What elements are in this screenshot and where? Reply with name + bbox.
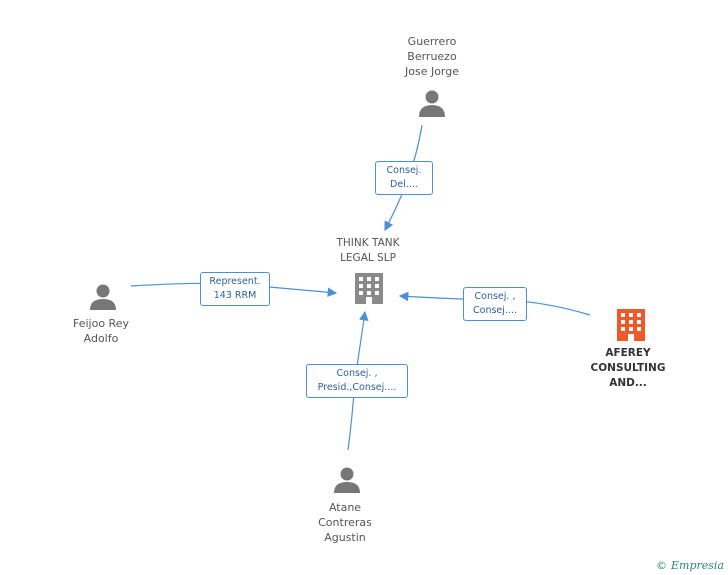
person-name-top-line2: Berruezo (407, 50, 457, 63)
copyright-icon: © (656, 559, 667, 572)
related-company-name-line3: AND... (609, 377, 647, 389)
person-name-left[interactable]: Feijoo Rey Adolfo (73, 316, 129, 346)
person-name-top-line3: Jose Jorge (404, 65, 460, 78)
brand-name: Empresia (671, 559, 724, 572)
edge-role-left-line1: Represent. (209, 276, 261, 287)
person-name-top-line1: Guerrero (407, 35, 457, 48)
company-name-line1: THINK TANK (336, 237, 400, 249)
building-icon-related[interactable] (617, 309, 645, 341)
edge-role-right-line2: Consej.... (473, 305, 517, 316)
edge-role-left-line2: 143 RRM (213, 290, 257, 301)
person-name-left-line2: Adolfo (83, 332, 119, 345)
edge-role-top-line2: Del.... (390, 179, 418, 190)
related-company-name[interactable]: AFEREY CONSULTING AND... (591, 346, 666, 391)
person-name-left-line1: Feijoo Rey (73, 317, 129, 330)
edge-role-top-line1: Consej. (386, 165, 422, 176)
edge-role-bottom-line2: Presid.,Consej.... (317, 382, 397, 393)
edge-role-bottom-line1: Consej. , (336, 368, 378, 379)
building-icon[interactable] (355, 273, 383, 304)
edge-role-right[interactable]: Consej. , Consej.... (463, 287, 527, 321)
person-name-bottom-line1: Atane (328, 501, 362, 514)
related-company-name-line2: CONSULTING (590, 362, 666, 374)
company-name-line2: LEGAL SLP (340, 252, 396, 264)
person-name-bottom[interactable]: Atane Contreras Agustin (318, 500, 372, 545)
edge-role-top[interactable]: Consej. Del.... (375, 161, 433, 195)
person-icon-top[interactable] (419, 90, 445, 118)
person-name-bottom-line3: Agustin (324, 531, 366, 544)
edge-role-bottom[interactable]: Consej. , Presid.,Consej.... (306, 364, 408, 398)
person-name-top[interactable]: Guerrero Berruezo Jose Jorge (405, 34, 459, 79)
brand-watermark: © Empresia (656, 559, 724, 572)
person-name-bottom-line2: Contreras (318, 516, 372, 529)
edge-role-left[interactable]: Represent. 143 RRM (200, 272, 270, 306)
edge-role-right-line1: Consej. , (474, 291, 516, 302)
person-icon-bottom[interactable] (334, 467, 360, 494)
company-name[interactable]: THINK TANK LEGAL SLP (336, 236, 399, 266)
person-icon-left[interactable] (90, 284, 116, 311)
related-company-name-line1: AFEREY (605, 347, 651, 359)
